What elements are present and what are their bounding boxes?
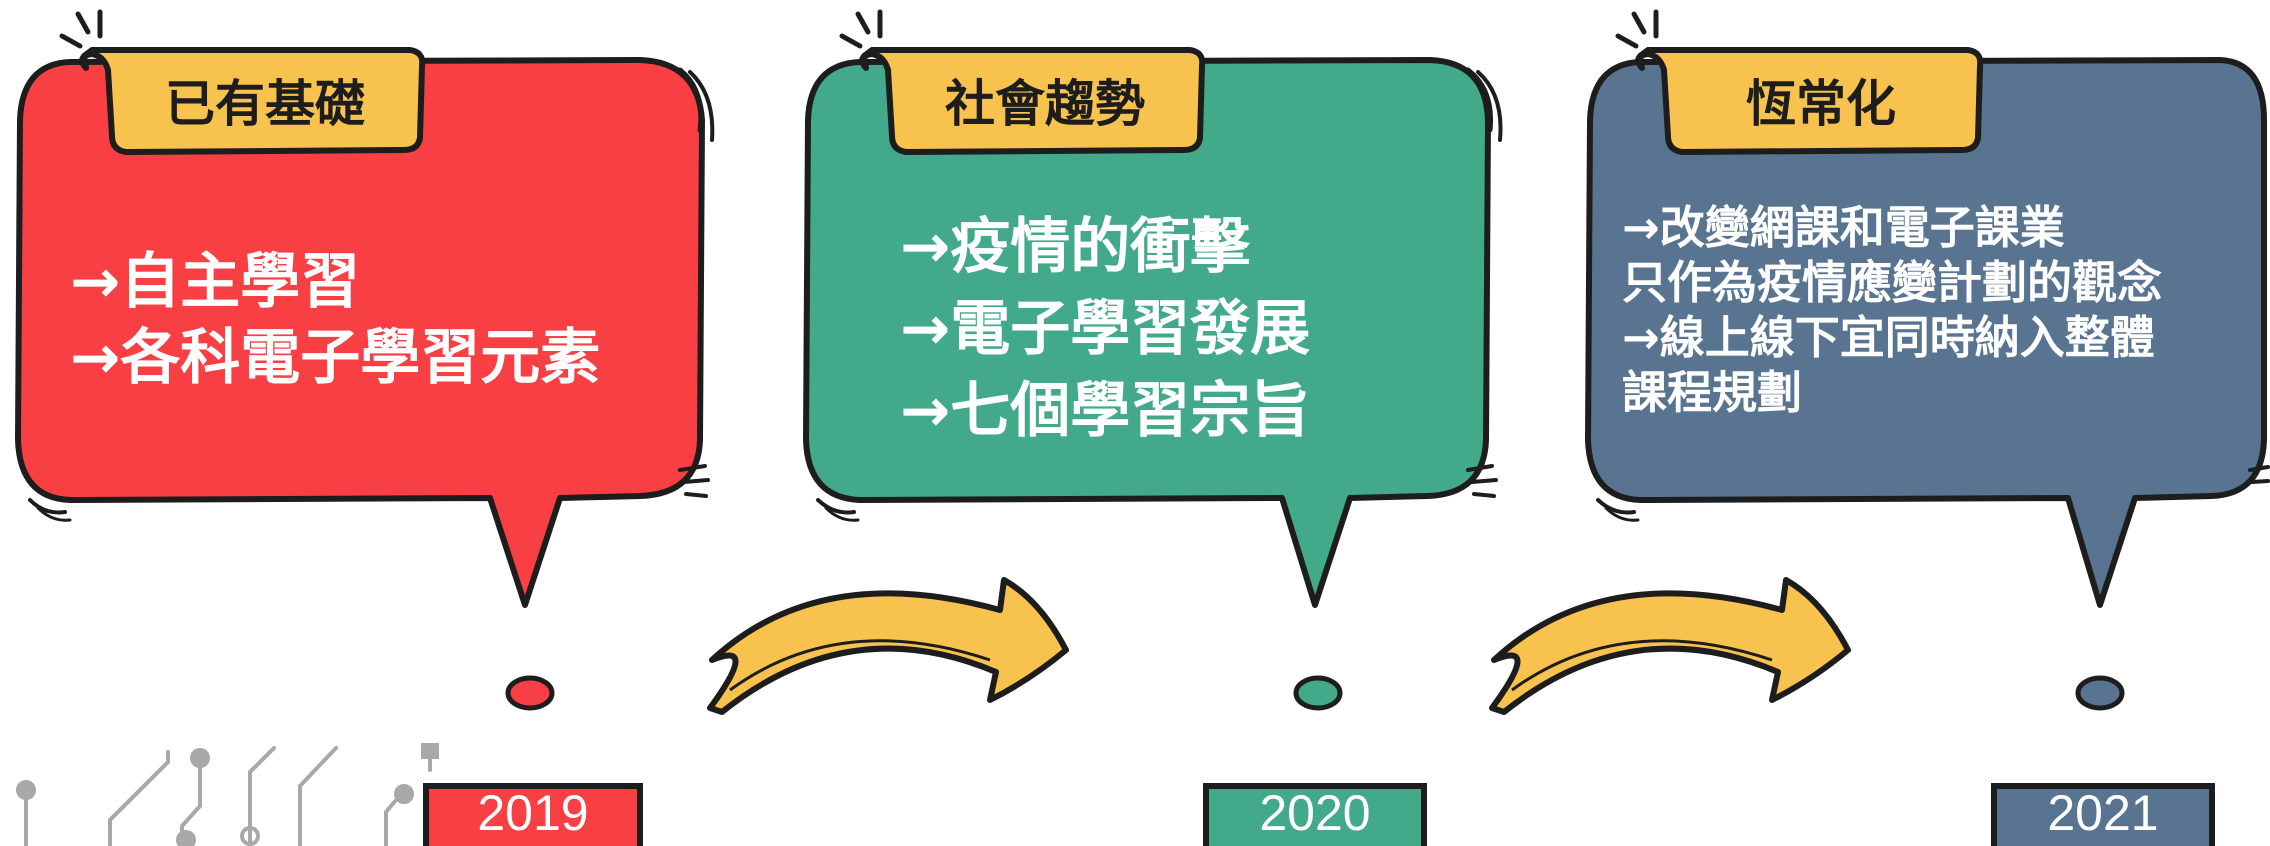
year-label-2021: 2021 (2047, 785, 2159, 841)
bubble-line: →電子學習發展 (900, 294, 1311, 364)
bubble-line: →七個學習宗旨 (900, 376, 1311, 446)
bubble-text-2021: →改變網課和電子課業 只作為疫情應變計劃的觀念 →線上線下宜同時納入整體 課程規… (1622, 200, 2162, 420)
bubble-line: →改變網課和電子課業 (1622, 201, 2065, 254)
timeline-dot-2020 (1293, 675, 1343, 711)
bubble-text-2020: →疫情的衝擊 →電子學習發展 →七個學習宗旨 (900, 206, 1310, 452)
tag-2019 (59, 9, 426, 155)
timeline-dot-2021 (2075, 675, 2125, 711)
year-label-2019: 2019 (477, 785, 589, 841)
speech-bubble-2020 (803, 57, 1503, 608)
year-box-2021 (1991, 783, 2215, 846)
bubble-line: →各科電子學習元素 (70, 323, 601, 393)
speech-bubble-body (1585, 57, 2267, 608)
year-box-2020 (1203, 783, 1427, 846)
curved-arrow-2 (1489, 577, 1851, 715)
bubble-line: 只作為疫情應變計劃的觀念 (1622, 256, 2163, 309)
year-box-2019 (423, 783, 643, 846)
bubble-line: →自主學習 (70, 247, 361, 317)
tag-label-2021: 恆常化 (1746, 75, 1896, 133)
speech-bubble-2021 (1585, 57, 2270, 608)
bubble-line: →疫情的衝擊 (900, 212, 1251, 282)
tag-2020 (839, 9, 1206, 155)
bubble-text-2019: →自主學習 →各科電子學習元素 (70, 244, 600, 396)
bubble-line: 課程規劃 (1622, 366, 1803, 419)
timeline-dot-2019 (505, 675, 555, 711)
speech-bubble-2019 (15, 57, 715, 608)
tag-label-2020: 社會趨勢 (945, 75, 1145, 133)
curved-arrow-1 (707, 577, 1069, 715)
bubble-line: →線上線下宜同時納入整體 (1622, 311, 2155, 364)
tag-2021 (1615, 9, 1984, 155)
year-label-2020: 2020 (1259, 785, 1371, 841)
circuit-decoration (16, 743, 439, 846)
tag-label-2019: 已有基礎 (165, 75, 365, 133)
